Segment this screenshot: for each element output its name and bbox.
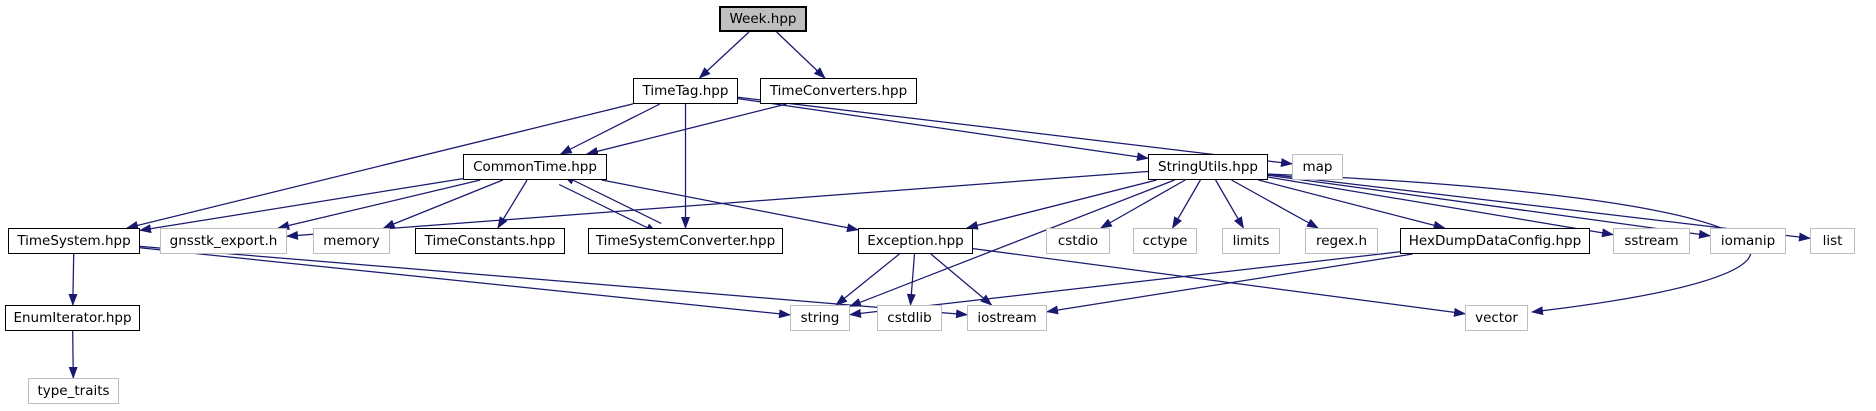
edge-hexdump-iostream <box>1046 253 1413 315</box>
edge-exception-string <box>835 253 900 306</box>
graph-node-vector: vector <box>1465 305 1528 331</box>
edge-stringutils-exception <box>965 179 1157 230</box>
edge-stringutils-sstream <box>1267 176 1614 238</box>
edge-stringutils-cstdio <box>1099 179 1186 229</box>
graph-node-timeconverters[interactable]: TimeConverters.hpp <box>760 78 917 104</box>
edge-commontime-exception <box>601 179 859 233</box>
graph-node-timetag[interactable]: TimeTag.hpp <box>633 78 738 104</box>
edge-timesystem-enumiterator <box>68 253 78 306</box>
graph-node-type-traits: type_traits <box>28 378 119 404</box>
edge-timesystem-string <box>139 247 791 319</box>
graph-node-timeconstants[interactable]: TimeConstants.hpp <box>415 228 565 254</box>
edge-timesystem-iostream <box>139 245 968 319</box>
graph-node-week[interactable]: Week.hpp <box>719 6 807 32</box>
edge-commontime-memory <box>382 179 504 229</box>
edge-stringutils-regexh <box>1231 179 1319 229</box>
edge-commontime-gnsstk_export <box>277 179 481 230</box>
edge-timetag-timesystem <box>126 103 634 230</box>
graph-node-map: map <box>1292 154 1343 180</box>
graph-node-iostream: iostream <box>967 305 1047 331</box>
edge-commontime-timeconstants <box>497 179 528 229</box>
graph-node-memory: memory <box>313 228 390 254</box>
edge-commontime-tsconverter <box>558 183 658 234</box>
edge-commontime-timesystem <box>139 177 464 234</box>
edge-stringutils-iomanip <box>1267 174 1711 239</box>
graph-node-iomanip: iomanip <box>1710 228 1786 254</box>
edge-stringutils-limits <box>1215 179 1244 229</box>
graph-node-cctype: cctype <box>1133 228 1197 254</box>
graph-node-gnsstk-export: gnsstk_export.h <box>160 228 287 254</box>
graph-node-stringutils[interactable]: StringUtils.hpp <box>1148 154 1268 180</box>
graph-node-limits: limits <box>1222 228 1280 254</box>
graph-node-sstream: sstream <box>1613 228 1690 254</box>
graph-node-list: list <box>1810 228 1855 254</box>
edge-timetag-commontime <box>559 103 661 155</box>
graph-node-commontime[interactable]: CommonTime.hpp <box>463 154 607 180</box>
edge-stringutils-cctype <box>1172 179 1201 229</box>
edge-week-timeconverters <box>776 31 826 79</box>
edge-timetag-stringutils <box>737 97 1149 162</box>
edge-enumiterator-type_traits <box>68 330 78 379</box>
graph-node-tsconverter[interactable]: TimeSystemConverter.hpp <box>588 228 783 254</box>
edge-timeconverters-commontime <box>585 103 787 156</box>
graph-node-cstdlib: cstdlib <box>877 305 942 331</box>
edge-exception-cstdlib <box>906 253 916 306</box>
edge-timetag-map <box>737 96 1293 168</box>
graph-node-regexh: regex.h <box>1305 228 1378 254</box>
graph-node-enumiterator[interactable]: EnumIterator.hpp <box>5 305 140 331</box>
graph-node-cstdio: cstdio <box>1046 228 1110 254</box>
graph-node-timesystem[interactable]: TimeSystem.hpp <box>8 228 140 254</box>
edge-week-timetag <box>698 31 750 79</box>
edge-exception-iostream <box>930 253 993 306</box>
edge-exception-vector <box>972 247 1466 317</box>
graph-node-string: string <box>790 305 850 331</box>
edge-stringutils-gnsstk_export <box>286 170 1149 240</box>
graph-node-exception[interactable]: Exception.hpp <box>858 228 973 254</box>
edge-tsconverter-commontime <box>562 174 662 225</box>
edge-stringutils-hexdump <box>1258 179 1446 230</box>
graph-node-hexdump[interactable]: HexDumpDataConfig.hpp <box>1400 228 1590 254</box>
edge-stringutils-string <box>849 179 1175 307</box>
edge-hexdump-string <box>849 251 1401 318</box>
